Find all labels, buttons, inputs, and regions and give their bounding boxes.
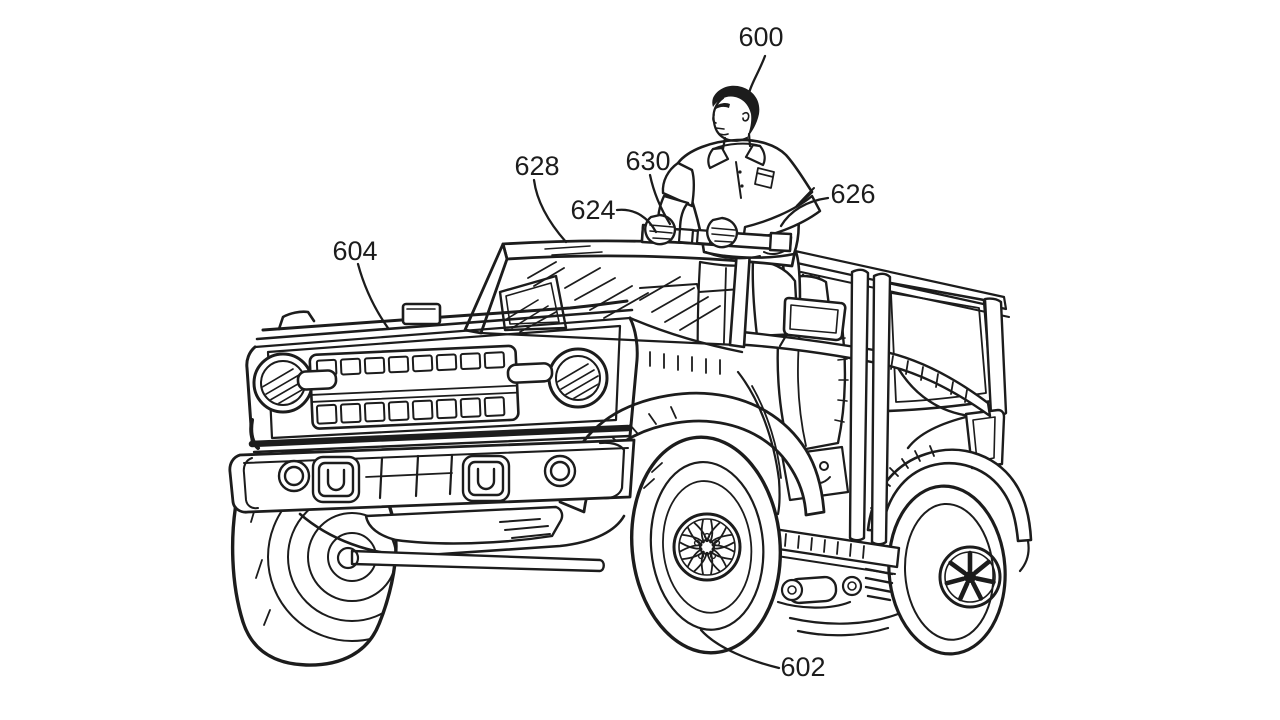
ref-label-630: 630 [625, 146, 670, 176]
person-face [712, 96, 749, 142]
ref-label-626: 626 [830, 179, 875, 209]
tow-hook-left [311, 455, 361, 504]
a-pillar-left [463, 242, 509, 335]
front-bumper [228, 438, 636, 514]
person-hair [712, 85, 760, 138]
shirt-pocket [754, 167, 775, 189]
shirt-collar [707, 143, 766, 170]
front-axle-bar [350, 549, 605, 573]
leader-line-604 [356, 262, 390, 330]
rear-wheel [887, 484, 1007, 656]
grille [308, 344, 520, 430]
vent-window [498, 274, 568, 332]
front-fascia [245, 316, 639, 454]
hood-scoop [401, 302, 442, 326]
leader-line-626 [779, 196, 830, 228]
door-frame-pillars [848, 268, 892, 546]
person-left-sleeve [661, 161, 696, 208]
headlight-right [549, 349, 607, 410]
person-hands [644, 213, 739, 249]
hood [253, 299, 634, 349]
side-mirror [778, 296, 847, 348]
ref-label-624: 624 [570, 195, 615, 225]
front-fender [628, 316, 744, 375]
leader-line-600 [747, 54, 767, 95]
suspension-details [776, 558, 894, 609]
ref-label-600: 600 [738, 22, 783, 52]
ref-label-628: 628 [514, 151, 559, 181]
ref-label-604: 604 [332, 236, 377, 266]
skid-plate [298, 505, 626, 573]
rear-roll-cage [793, 249, 1010, 417]
leader-line-624 [615, 208, 658, 234]
ref-label-602: 602 [780, 652, 825, 682]
tow-hook-right [461, 454, 511, 503]
front-wheel [629, 435, 783, 655]
leader-line-628 [532, 178, 568, 244]
fog-light-left [277, 459, 311, 493]
leader-line-630 [648, 173, 672, 226]
grab-bar-right-bracket [768, 231, 793, 253]
reference-labels: 600 602 604 624 626 628 630 [332, 22, 875, 682]
leader-line-602 [699, 628, 781, 670]
windshield-glass-hatch [527, 261, 721, 331]
fog-light-right [543, 454, 577, 488]
